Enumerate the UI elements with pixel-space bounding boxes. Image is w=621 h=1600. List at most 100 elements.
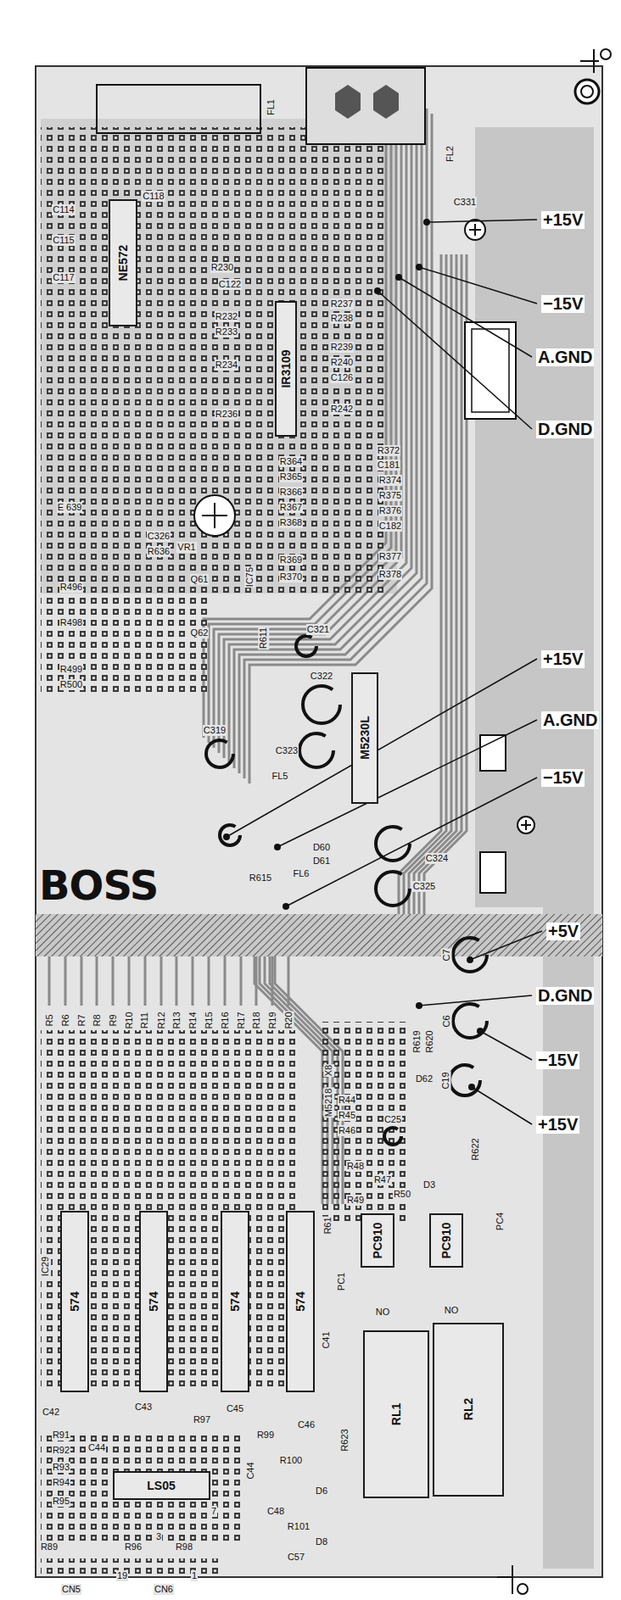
component-label: R16 [219, 1011, 231, 1030]
ic-label: 574 [147, 1292, 160, 1312]
component-label: R365 [279, 471, 303, 483]
component-label: C324 [425, 853, 449, 865]
component-label: R623 [338, 1428, 350, 1453]
component-label: R611 [257, 626, 269, 649]
component-label: R622 [469, 1137, 481, 1162]
component-label: D60 [312, 842, 331, 854]
brand-logo: BOSS [37, 865, 160, 907]
ic-label: IR3109 [279, 349, 292, 388]
component-label: C117 [51, 272, 75, 284]
component-label: R372 [376, 445, 401, 457]
ic-label: RL1 [390, 1404, 403, 1427]
component-label: C319 [202, 725, 227, 737]
component-label: C57 [286, 1552, 306, 1564]
component-label: R378 [378, 569, 403, 581]
component-label: PC4 [495, 1211, 507, 1231]
component-label: R12 [156, 1011, 168, 1030]
component-label: C43 [134, 1402, 153, 1414]
ic-label: 574 [68, 1292, 81, 1312]
component-label: R91 [51, 1430, 71, 1442]
component-label: VR1 [176, 542, 196, 554]
ic-outline: 574 [220, 1211, 250, 1394]
component-label: C331 [453, 196, 477, 208]
component-label: R8 [91, 1013, 103, 1028]
component-label: R96 [123, 1542, 143, 1554]
component-label: R89 [39, 1542, 59, 1554]
ic-label: 574 [229, 1292, 241, 1312]
component-label: R20 [283, 1011, 295, 1030]
component-label: R234 [214, 359, 239, 371]
component-label: R98 [174, 1542, 194, 1554]
component-label: R7 [76, 1013, 88, 1028]
component-label: NO [443, 1305, 460, 1317]
component-label: C182 [378, 520, 403, 532]
component-label: R94 [51, 1477, 71, 1489]
ic-outline: RL2 [432, 1323, 504, 1498]
component-label: D3 [422, 1180, 437, 1192]
component-label: D8 [314, 1537, 329, 1549]
component-label: R237 [330, 298, 354, 310]
component-label: R95 [51, 1496, 71, 1508]
voltage-callout: −15V [541, 295, 585, 314]
component-label: 1 [190, 1571, 198, 1583]
component-label: R620 [423, 1029, 435, 1054]
ic-label: LS05 [146, 1480, 175, 1493]
component-label: E 639 [56, 502, 84, 514]
component-label: R92 [51, 1445, 71, 1457]
component-label: 19 [116, 1571, 129, 1583]
component-label: R47 [373, 1174, 392, 1187]
ic-label: 574 [294, 1292, 307, 1312]
component-label: R377 [378, 551, 403, 563]
ic-label: RL2 [462, 1398, 475, 1422]
component-label: R239 [330, 341, 354, 353]
component-label: R368 [279, 517, 303, 529]
component-label: C19 [440, 1071, 452, 1091]
component-label: R93 [51, 1462, 71, 1474]
component-label: R236 [214, 408, 239, 420]
voltage-callout: +15V [541, 650, 585, 669]
component-label: R99 [256, 1430, 275, 1442]
component-label: R500 [59, 679, 84, 691]
component-label: C6 [441, 1014, 453, 1029]
ic-label: NE572 [117, 245, 129, 282]
component-label: C181 [376, 459, 401, 471]
component-label: D62 [414, 1074, 434, 1086]
ic-outline: 574 [285, 1211, 315, 1394]
ic-outline: RL1 [363, 1331, 430, 1500]
component-label: R44 [337, 1095, 357, 1107]
component-label: R97 [192, 1415, 212, 1427]
ic-outline: PC910 [360, 1214, 395, 1269]
component-label: R369 [279, 554, 303, 566]
voltage-callout: +5V [546, 923, 581, 941]
component-label: C48 [266, 1506, 286, 1518]
ic-label: PC910 [440, 1223, 453, 1260]
component-label: Q62 [190, 627, 210, 639]
component-label: FL2 [444, 145, 456, 163]
component-label: CN6 [153, 1584, 174, 1596]
component-label: R366 [279, 486, 303, 498]
component-label: Q61 [190, 574, 210, 586]
component-label: R100 [279, 1455, 303, 1467]
component-label: C44 [87, 1443, 107, 1455]
component-label: C7 [441, 948, 453, 963]
component-label: R370 [279, 571, 303, 583]
component-label: CN5 [61, 1584, 82, 1596]
component-label: R10 [123, 1011, 135, 1030]
component-label: R19 [267, 1011, 279, 1030]
voltage-callout: D.GND [536, 420, 594, 439]
component-label: C41 [320, 1331, 332, 1350]
component-label: R375 [378, 490, 403, 502]
component-label: D61 [312, 855, 331, 868]
voltage-callout: A.GND [541, 711, 599, 730]
ic-outline: PC910 [429, 1214, 464, 1269]
component-label: R364 [279, 456, 303, 468]
component-label: R240 [330, 357, 354, 369]
component-label: R636 [146, 546, 171, 558]
component-label: C322 [309, 671, 334, 683]
component-label: 7 [210, 1506, 218, 1518]
component-label: R242 [330, 403, 354, 415]
component-label: R49 [346, 1195, 365, 1207]
component-label: R61 [322, 1216, 334, 1236]
component-label: C326 [146, 531, 171, 543]
